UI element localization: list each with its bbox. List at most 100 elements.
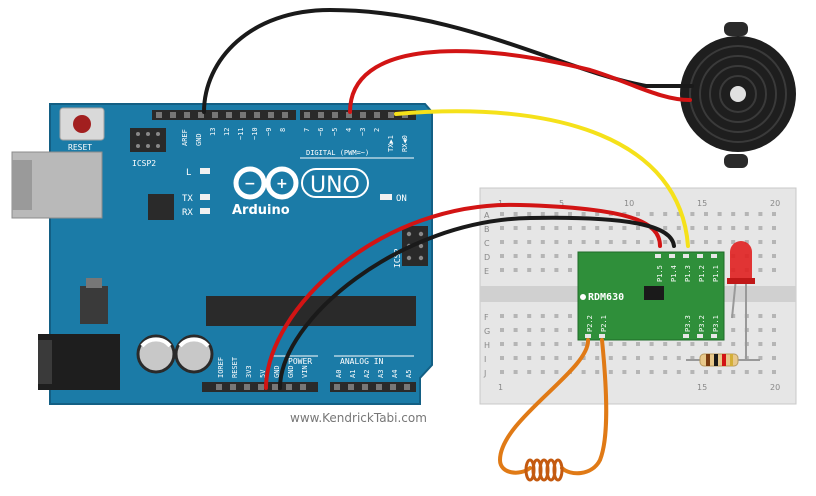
uno-badge [301, 168, 369, 198]
breadboard-hole [744, 212, 749, 216]
analog-pin-a0: A0 [335, 370, 343, 378]
rdm-pin-p15: P1.5 [656, 265, 664, 282]
red-led [727, 241, 755, 352]
breadboard-hole [513, 226, 518, 230]
digital-label: DIGITAL (PWM=~) [306, 149, 369, 157]
wire-black-gnd-module [278, 215, 676, 390]
breadboard-hole [500, 314, 504, 318]
power-pin-vin: VIN [301, 365, 309, 378]
pin-8-label: 8 [279, 128, 287, 132]
breadboard-hole [704, 226, 708, 230]
wire-black-gnd-buzzer [202, 7, 694, 114]
breadboard-hole [731, 370, 736, 374]
breadboard-hole [676, 240, 681, 244]
bb-row-d: D [484, 253, 490, 262]
bb-row-j: J [483, 369, 486, 378]
breadboard-hole [704, 240, 708, 244]
tx-led-label: TX [182, 194, 193, 204]
breadboard-hole [690, 370, 695, 374]
on-led [380, 194, 392, 200]
rdm630-module: RDM630 P1.5 P1.4 P1.3 P1.2 P1.1 P2.2 P2.… [577, 251, 725, 341]
breadboard-hole [581, 240, 586, 244]
breadboard-hole [676, 226, 681, 230]
breadboard-hole [568, 314, 572, 318]
breadboard-hole [731, 212, 736, 216]
analog-pin-a1: A1 [349, 370, 357, 378]
bb-row-e: E [484, 267, 489, 276]
rdm-pin-p22: P2.2 [586, 315, 594, 332]
icsp2-header [130, 128, 166, 152]
breadboard-hole [690, 226, 695, 230]
breadboard-hole [527, 254, 532, 258]
breadboard-hole [568, 328, 572, 332]
logo-plus-glyph: + [276, 176, 288, 192]
breadboard-hole [758, 240, 763, 244]
breadboard-hole [758, 226, 763, 230]
breadboard-hole [554, 356, 559, 360]
arduino-infinity-logo [233, 166, 299, 200]
breadboard-hole [540, 342, 545, 346]
breadboard-hole [690, 342, 695, 346]
wire-orange-antenna-left [497, 338, 591, 475]
analog-pin-a4: A4 [391, 370, 399, 378]
power-pin-gnd2: GND [287, 365, 295, 378]
pin-6-label: ~6 [317, 128, 325, 136]
breadboard-hole [513, 314, 518, 318]
breadboard-hole [540, 226, 545, 230]
header-analog [330, 382, 416, 392]
small-chip [148, 194, 174, 220]
breadboard-hole [731, 226, 736, 230]
pin-tx1-label: TX▶1 [387, 135, 395, 152]
breadboard-hole [568, 240, 572, 244]
breadboard-hole [554, 370, 559, 374]
breadboard-hole [500, 254, 504, 258]
breadboard-hole [595, 212, 600, 216]
breadboard-hole [540, 254, 545, 258]
breadboard-hole [540, 314, 545, 318]
breadboard-hole [636, 370, 640, 374]
breadboard-hole [527, 268, 532, 272]
arduino-uno-board: RESET ICSP2 AREF GND 13 12 ~11 ~10 ~9 8 … [11, 103, 433, 405]
pin-5-label: ~5 [331, 128, 339, 136]
breadboard-hole [676, 212, 681, 216]
pin-9-label: ~9 [265, 128, 273, 136]
analog-label: ANALOG IN [340, 357, 384, 366]
breadboard-hole [554, 226, 559, 230]
pin-2-label: 2 [373, 128, 381, 132]
breadboard-hole [568, 356, 572, 360]
breadboard-hole [500, 226, 504, 230]
icsp2-label: ICSP2 [132, 159, 156, 168]
breadboard-hole [772, 356, 776, 360]
bb-row-a: A [484, 211, 490, 220]
aref-label: AREF [181, 129, 189, 146]
bb-col-20-top: 20 [770, 199, 780, 208]
pin-13-label: 13 [209, 128, 217, 136]
breadboard-hole [676, 356, 681, 360]
breadboard-hole [622, 240, 627, 244]
breadboard-hole [663, 370, 668, 374]
piezo-buzzer [680, 22, 796, 168]
breadboard-hole [513, 328, 518, 332]
pin-7-label: 7 [303, 128, 311, 132]
rx-led-label: RX [182, 208, 193, 218]
breadboard-hole [636, 212, 640, 216]
breadboard-hole [758, 342, 763, 346]
breadboard-hole [663, 212, 668, 216]
breadboard-hole [717, 342, 722, 346]
tx-led [200, 194, 210, 200]
breadboard-hole [758, 328, 763, 332]
breadboard-hole [500, 268, 504, 272]
breadboard-hole [663, 226, 668, 230]
bb-row-i: I [484, 355, 486, 364]
breadboard-hole [540, 356, 545, 360]
breadboard-hole [527, 328, 532, 332]
breadboard-hole [513, 240, 518, 244]
breadboard-hole [540, 212, 545, 216]
breadboard-hole [758, 370, 763, 374]
bb-col-15-bottom: 15 [697, 383, 707, 392]
pin-3-label: ~3 [359, 128, 367, 136]
breadboard-hole [772, 212, 776, 216]
breadboard-hole [527, 356, 532, 360]
breadboard-hole [758, 268, 763, 272]
